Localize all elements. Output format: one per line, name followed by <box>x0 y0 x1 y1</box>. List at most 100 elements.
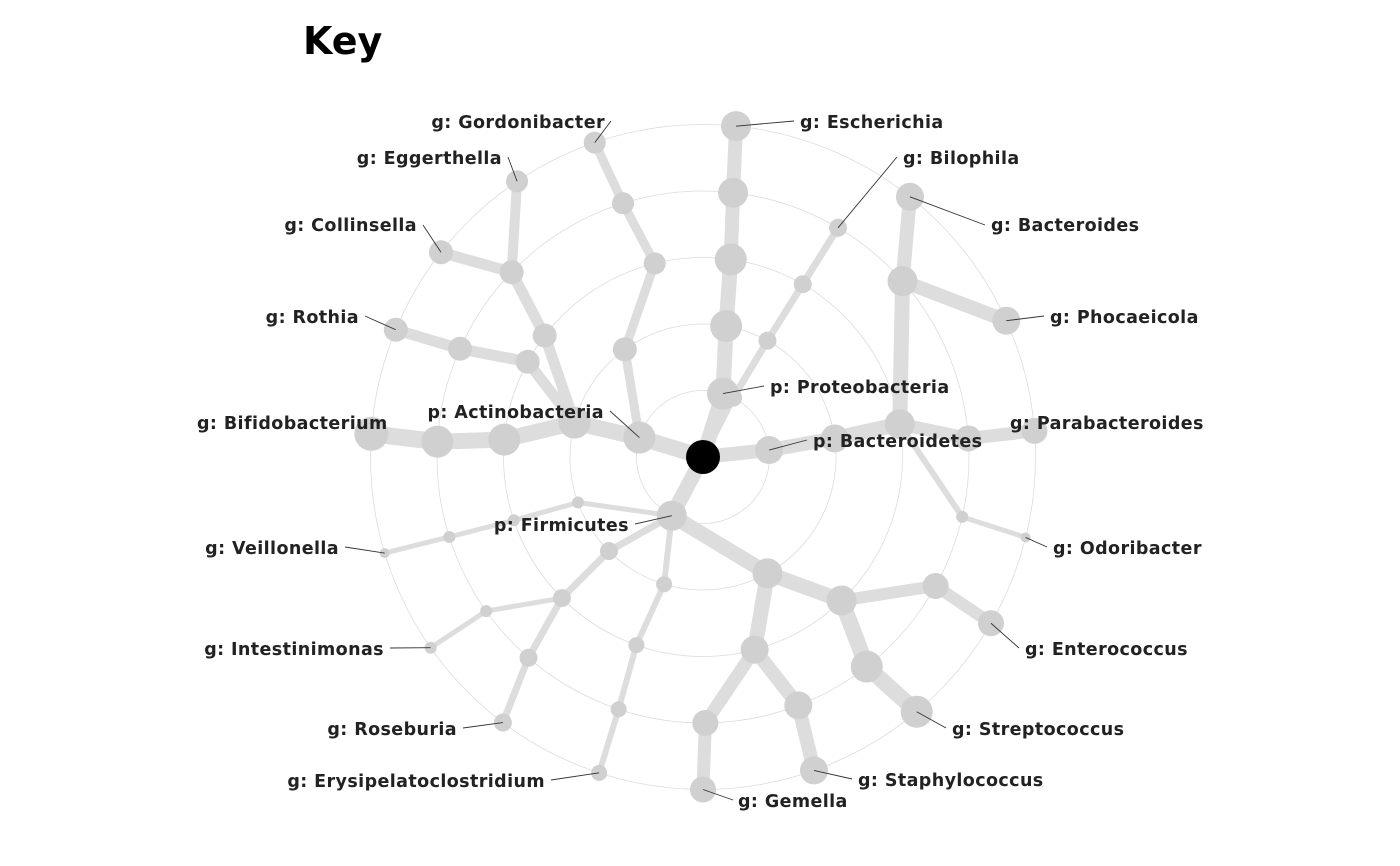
genus-label: g: Odoribacter <box>1053 539 1202 559</box>
taxon-node <box>692 709 719 736</box>
taxon-node <box>784 691 813 720</box>
root-node <box>686 440 720 474</box>
label-leader-line <box>462 722 503 729</box>
tree-edge <box>897 422 965 519</box>
tree-edge <box>596 708 622 774</box>
tree-edge <box>619 201 659 266</box>
taxon-node <box>956 510 969 523</box>
genus-label: g: Bilophila <box>903 149 1020 169</box>
taxon-node <box>612 192 635 215</box>
taxon-node <box>884 409 915 440</box>
label-leader-line <box>722 385 765 395</box>
taxon-node <box>612 337 637 362</box>
taxon-node <box>656 576 673 593</box>
genus-label: g: Collinsella <box>284 216 417 236</box>
taxon-node <box>752 558 783 589</box>
taxon-node <box>552 589 571 608</box>
tree-edge <box>764 282 806 343</box>
taxon-node <box>714 243 747 276</box>
taxon-node <box>820 424 849 453</box>
genus-label: g: Roseburia <box>327 720 457 740</box>
taxon-node <box>1021 417 1048 444</box>
label-leader-line <box>702 789 734 801</box>
tree-edge <box>439 246 514 278</box>
label-leader-line <box>813 769 853 780</box>
phylum-label: p: Firmicutes <box>494 516 629 536</box>
taxon-node <box>515 349 540 374</box>
taxon-node <box>887 266 918 297</box>
tree-edge <box>699 646 761 727</box>
label-leader-line <box>1025 537 1048 548</box>
tree-edge <box>961 514 1027 540</box>
genus-label: g: Intestinimonas <box>204 640 384 660</box>
tree-edge <box>730 338 771 400</box>
label-leader-line <box>550 772 600 781</box>
tree-edge <box>559 548 612 601</box>
tree-edge <box>506 181 523 273</box>
tree-edge <box>620 261 659 351</box>
genus-label: g: Phocaeicola <box>1050 308 1199 328</box>
tree-edge <box>499 656 532 724</box>
taxon-node <box>643 252 666 275</box>
tree-edge <box>429 609 488 650</box>
taxon-node <box>519 648 538 667</box>
genus-label: g: Rothia <box>266 308 359 328</box>
taxon-node <box>850 650 883 683</box>
taxon-node <box>710 310 743 343</box>
genus-label: g: Escherichia <box>800 113 944 133</box>
label-leader-line <box>735 120 795 127</box>
genus-label: g: Bifidobacterium <box>197 414 388 434</box>
taxon-node <box>793 275 812 294</box>
taxon-node <box>421 425 454 458</box>
taxon-node <box>532 323 557 348</box>
taxon-node <box>610 701 627 718</box>
key-title: Key <box>303 19 383 63</box>
genus-label: g: Eggerthella <box>357 149 502 169</box>
taxon-node <box>572 496 585 509</box>
taxon-node <box>740 635 769 664</box>
phylum-label: p: Proteobacteria <box>770 378 950 398</box>
label-leader-line <box>634 515 672 525</box>
genus-label: g: Gemella <box>738 792 848 812</box>
genus-label: g: Enterococcus <box>1025 640 1188 660</box>
tree-nodes <box>354 111 1048 803</box>
tree-edge <box>615 644 640 711</box>
label-leader-line <box>837 156 898 229</box>
tree-edge <box>590 140 628 206</box>
label-leader-line <box>422 224 442 253</box>
taxon-node <box>558 406 591 439</box>
label-leader-line <box>344 546 385 554</box>
tree-edge <box>513 500 579 523</box>
taxon-node <box>922 572 949 599</box>
taxon-node <box>447 336 472 361</box>
taxon-node <box>724 388 743 407</box>
label-leader-line <box>1006 315 1045 322</box>
tree-edge <box>485 595 563 614</box>
taxon-node <box>826 585 857 616</box>
label-leader-line <box>769 439 808 451</box>
tree-edge <box>892 280 911 425</box>
tree-edge <box>799 225 841 287</box>
level-ring <box>503 257 903 657</box>
phylum-label: p: Bacteroidetes <box>813 432 982 452</box>
level-ring <box>569 323 837 591</box>
tree-edge <box>525 596 565 660</box>
taxon-labels: p: Proteobacteria g: Escherichia g: Biloph… <box>197 113 1203 812</box>
tree-edge <box>667 509 772 580</box>
phylum-label: p: Actinobacteria <box>427 403 604 423</box>
tree-edge <box>384 534 450 556</box>
label-leader-line <box>609 410 640 438</box>
label-leader-line <box>909 196 986 226</box>
label-leader-line <box>594 120 612 143</box>
tree-edge <box>577 500 673 519</box>
taxon-node <box>354 416 389 451</box>
taxon-node <box>955 425 982 452</box>
label-leader-line <box>990 622 1020 649</box>
taxon-node <box>488 423 521 456</box>
tree-edge <box>448 517 515 540</box>
label-leader-line <box>364 315 396 331</box>
label-leader-line <box>916 711 947 729</box>
tree-edge <box>900 274 1009 328</box>
taxon-node <box>718 177 749 208</box>
